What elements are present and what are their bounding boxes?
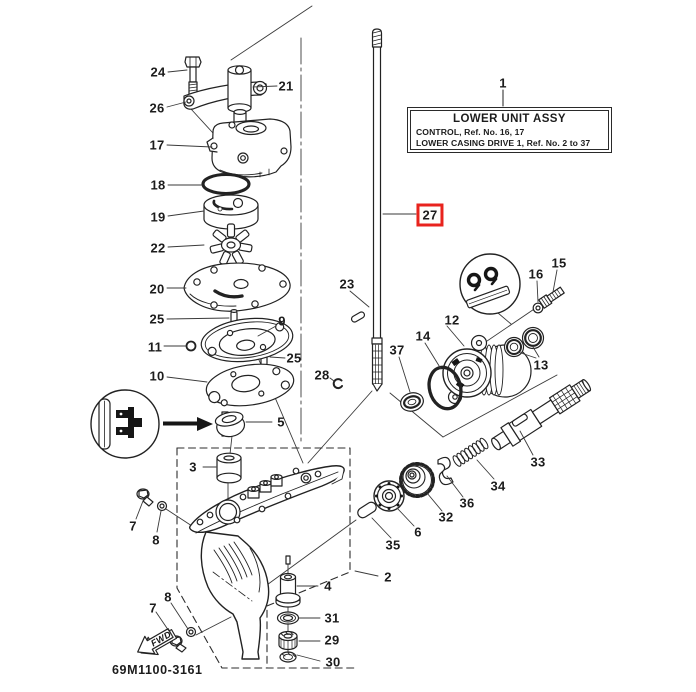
circlip-28 (332, 378, 343, 390)
part-label-9[interactable]: 9 (278, 313, 286, 329)
bushing-4 (275, 555, 301, 608)
lower-casing-body (200, 531, 270, 660)
washer-31 (276, 611, 300, 625)
outer-plate-20 (183, 262, 291, 312)
leader-lines (135, 69, 558, 662)
clip-36 (437, 456, 454, 486)
pin-35 (357, 501, 377, 519)
impeller-22 (209, 223, 253, 266)
clip-detail-circle (459, 253, 521, 315)
lock-washer-30 (279, 651, 297, 663)
part-label-30[interactable]: 30 (325, 654, 341, 670)
ball-bearing-6 (373, 480, 405, 512)
part-label-22[interactable]: 22 (150, 240, 166, 256)
assembly-title: LOWER UNIT ASSY (453, 113, 566, 125)
bushing-3 (216, 452, 242, 484)
part-label-23[interactable]: 23 (339, 276, 355, 292)
bearings-13 (503, 326, 545, 358)
part-label-35[interactable]: 35 (385, 537, 401, 553)
drive-shaft-27 (371, 28, 383, 392)
part-label-33[interactable]: 33 (530, 454, 546, 470)
part-label-16[interactable]: 16 (528, 266, 544, 282)
assembly-title-box: LOWER UNIT ASSY CONTROL, Ref. No. 16, 17… (407, 107, 612, 153)
part-label-8[interactable]: 8 (164, 589, 172, 605)
part-label-25[interactable]: 25 (286, 350, 302, 366)
part-label-14[interactable]: 14 (415, 328, 431, 344)
pin-35-fit-line (259, 519, 357, 591)
pinion-gear-32 (399, 462, 435, 498)
seal-detail-circle (90, 389, 160, 459)
part-label-13[interactable]: 13 (533, 357, 549, 373)
bearing-5 (214, 411, 246, 438)
part-label-7[interactable]: 7 (129, 518, 137, 534)
part-label-2[interactable]: 2 (384, 569, 392, 585)
bolt-7-upper (136, 488, 154, 507)
part-label-8[interactable]: 8 (152, 532, 160, 548)
part-label-28[interactable]: 28 (314, 367, 330, 383)
bolt-15 (538, 286, 565, 309)
lower-casing-top-plate (189, 465, 345, 534)
part-label-37[interactable]: 37 (389, 342, 405, 358)
part-label-6[interactable]: 6 (414, 524, 422, 540)
part-label-27-highlighted[interactable]: 27 (416, 203, 444, 227)
part-label-34[interactable]: 34 (490, 478, 506, 494)
part-label-4[interactable]: 4 (324, 578, 332, 594)
part-label-1[interactable]: 1 (499, 75, 507, 91)
washer-8-lower (185, 626, 197, 638)
part-label-10[interactable]: 10 (149, 368, 165, 384)
washer-8-upper (156, 500, 168, 512)
part-label-5[interactable]: 5 (277, 414, 285, 430)
spring-34 (452, 437, 489, 467)
part-label-20[interactable]: 20 (149, 281, 165, 297)
part-label-25[interactable]: 25 (149, 311, 165, 327)
part-label-7[interactable]: 7 (149, 600, 157, 616)
part-label-19[interactable]: 19 (150, 209, 166, 225)
gasket-10 (205, 363, 295, 407)
bolt-8-lower-fit-line (195, 616, 232, 636)
part-label-3[interactable]: 3 (189, 459, 197, 475)
part-label-18[interactable]: 18 (150, 177, 166, 193)
part-label-26[interactable]: 26 (149, 100, 165, 116)
part-label-15[interactable]: 15 (551, 255, 567, 271)
insert-cartridge-19 (203, 194, 259, 230)
group-callout-boxes (176, 447, 358, 669)
propeller-shaft-33 (491, 379, 592, 451)
part-label-17[interactable]: 17 (149, 137, 165, 153)
part-label-36[interactable]: 36 (459, 495, 475, 511)
part-label-24[interactable]: 24 (150, 64, 166, 80)
pin-21 (227, 65, 252, 128)
part-label-11[interactable]: 11 (147, 339, 163, 355)
oil-seal-37 (400, 392, 424, 412)
bearing-housing-12 (442, 334, 532, 405)
o-ring-11 (185, 340, 197, 352)
part-label-12[interactable]: 12 (444, 312, 460, 328)
detail-pointer-arrow-icon (163, 417, 213, 431)
pin-23 (350, 311, 366, 323)
washer-16 (532, 302, 544, 314)
drawing-number: 69M1100-3161 (112, 663, 203, 677)
part-label-21[interactable]: 21 (278, 78, 294, 94)
water-pump-housing-17 (206, 118, 292, 178)
assembly-subtitle-casing: LOWER CASING DRIVE 1, Ref. No. 2 to 37 (416, 138, 591, 148)
o-ring-14 (427, 365, 463, 411)
assembly-subtitle-control: CONTROL, Ref. No. 16, 17 (416, 126, 525, 137)
part-label-32[interactable]: 32 (438, 509, 454, 525)
o-ring-18 (201, 172, 251, 196)
part-label-29[interactable]: 29 (324, 632, 340, 648)
nut-29 (278, 630, 298, 651)
part-label-31[interactable]: 31 (324, 610, 340, 626)
